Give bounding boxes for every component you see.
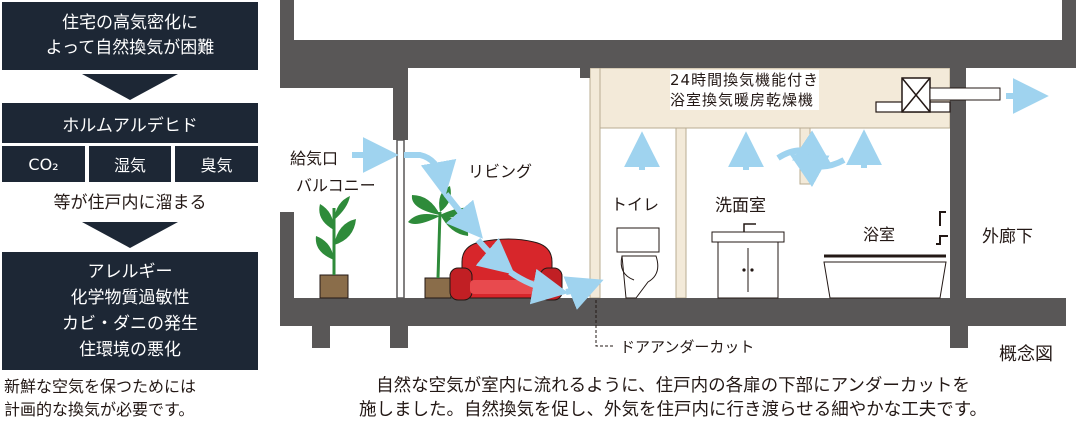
problem-box: 住宅の高気密化に よって自然換気が困難 [2, 2, 258, 70]
washroom-label: 洗面室 [715, 196, 766, 216]
pollutant-title-box: ホルムアルデヒド [2, 103, 258, 143]
chip-odor: 臭気 [175, 146, 258, 182]
diagram-caption-line-1: 自然な空気が室内に流れるように、住戸内の各扉の下部にアンダーカットを [376, 376, 970, 396]
undercut-leader-line [595, 300, 614, 347]
bath-ventilator-icon [875, 77, 1001, 113]
diagram-caption: 自然な空気が室内に流れるように、住戸内の各扉の下部にアンダーカットを 施しました… [268, 374, 1078, 422]
ventilator-label-line-2: 浴室換気暖房乾燥機 [670, 91, 815, 109]
concept-label: 概念図 [999, 344, 1053, 365]
intake-label: 給気口 [290, 149, 339, 168]
balcony-label: バルコニー [296, 176, 376, 195]
left-caption-line-2: 計画的な換気が必要です。 [4, 400, 195, 419]
balcony-post [396, 139, 405, 299]
bathroom-label: 浴室 [863, 225, 896, 244]
arrow-down-icon [82, 74, 178, 100]
chip-co2: CO₂ [2, 146, 85, 182]
chip-odor-label: 臭気 [200, 156, 233, 175]
problem-line-2: よって自然換気が困難 [45, 38, 215, 58]
consequence-box: アレルギー 化学物質過敏性 カビ・ダニの発生 住環境の悪化 [2, 252, 258, 370]
building-structure [280, 0, 1076, 348]
corridor-label: 外廊下 [982, 227, 1033, 247]
left-caption-line-1: 新鮮な空気を保つためには [4, 377, 197, 396]
problem-line-1: 住宅の高気密化に [62, 13, 198, 33]
arrow-down-icon [82, 222, 178, 248]
airflow-arrows [352, 78, 1049, 310]
chip-humidity-label: 湿気 [113, 156, 146, 175]
living-label: リビング [468, 162, 533, 181]
washbasin-icon [711, 223, 785, 299]
consequence-line-3: カビ・ダニの発生 [62, 314, 198, 334]
ventilator-label: 24時間換気機能付き 浴室換気暖房乾燥機 [670, 70, 820, 110]
toilet-label: トイレ [611, 195, 660, 214]
bathtub-icon [823, 211, 948, 299]
accumulate-text: 等が住戸内に溜まる [53, 193, 207, 213]
plant-icon [315, 196, 356, 299]
consequence-line-2: 化学物質過敏性 [70, 288, 190, 308]
undercut-label: ドアアンダーカット [620, 338, 755, 356]
consequence-line-1: アレルギー [87, 262, 173, 282]
diagram-caption-line-2: 施しました。自然換気を促し、外気を住戸内に行き渡らせる細やかな工夫です。 [359, 400, 987, 420]
toilet-icon [616, 227, 660, 299]
left-caption: 新鮮な空気を保つためには 計画的な換気が必要です。 [4, 375, 196, 421]
chip-co2-label: CO₂ [28, 154, 59, 174]
chip-humidity: 湿気 [89, 146, 171, 182]
consequence-line-4: 住環境の悪化 [79, 340, 181, 360]
ventilator-label-line-1: 24時間換気機能付き [670, 71, 820, 89]
pollutant-title: ホルムアルデヒド [62, 115, 198, 136]
